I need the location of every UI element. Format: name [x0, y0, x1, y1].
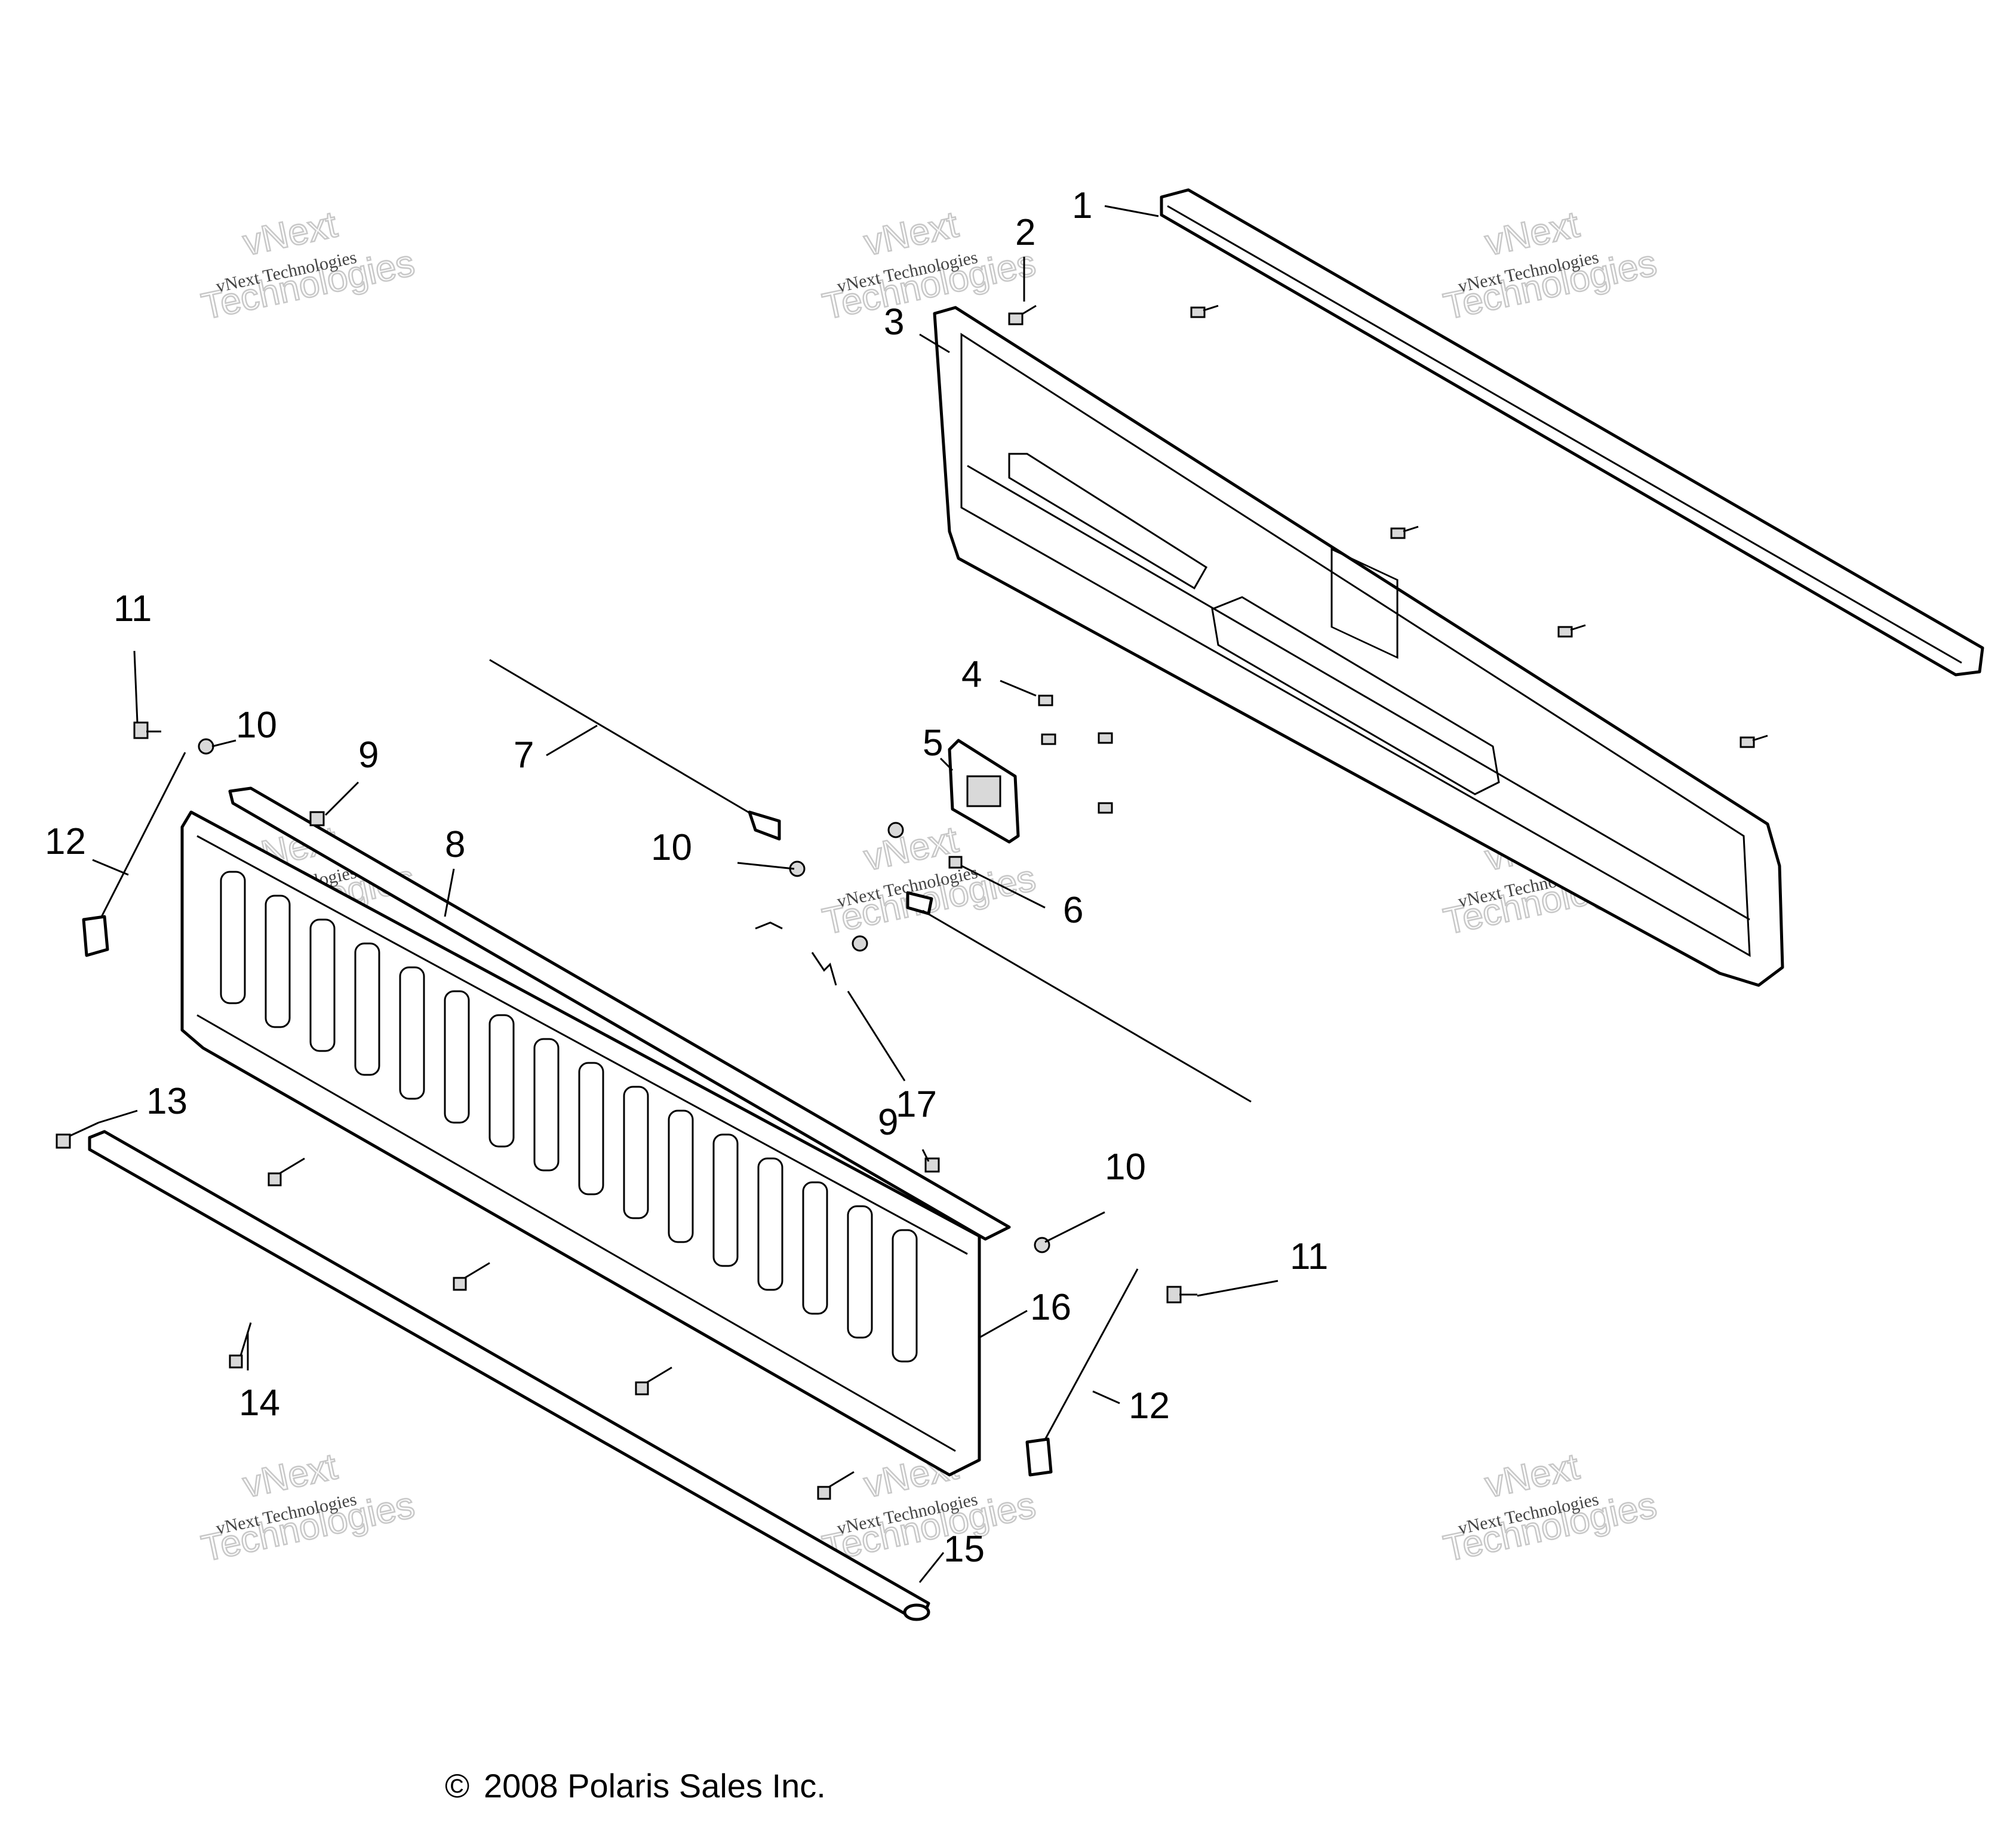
callout-1: 1: [1072, 185, 1092, 226]
callout-12: 12: [45, 821, 86, 862]
watermark: vNext Technologies vNext Technologies: [1439, 203, 1661, 328]
watermark: vNext Technologies vNext Technologies: [1439, 1445, 1661, 1570]
part-13-bolt: [56, 1121, 99, 1149]
leader-lines: [92, 205, 1279, 1583]
callout-9: 9: [358, 734, 379, 776]
part-15-hinge-rod: [88, 1130, 930, 1621]
part-11-bolt: [133, 721, 1197, 1304]
copyright-text: 2008 Polaris Sales Inc.: [484, 1767, 826, 1805]
part-16-outer-tailgate: [180, 810, 981, 1477]
watermark: vNext Technologies vNext Technologies: [818, 203, 1040, 328]
callout-6: 6: [1063, 890, 1083, 931]
copyright-line: © 2008 Polaris Sales Inc.: [445, 1767, 826, 1805]
part-1-top-cap: [1160, 188, 1984, 677]
callout-12b: 12: [1129, 1385, 1170, 1427]
callout-10c: 10: [1105, 1147, 1146, 1188]
callout-5: 5: [923, 723, 943, 764]
part-3-inner-panel: [933, 306, 1784, 987]
watermark: vNext Technologies vNext Technologies: [197, 203, 419, 328]
callout-8: 8: [445, 824, 465, 865]
callout-labels: 1 2 3 4 5 6 7 8 9 9 10 10 10 11 11 12 12…: [45, 185, 1328, 1570]
part-4-bolts: [1038, 694, 1113, 814]
callout-16: 16: [1030, 1287, 1071, 1328]
part-7-rod-lower: [906, 891, 1252, 1103]
callout-4: 4: [961, 654, 982, 695]
callout-11: 11: [113, 588, 152, 629]
part-9-nut: [309, 811, 940, 1173]
callout-15: 15: [944, 1529, 985, 1570]
copyright-symbol: ©: [445, 1767, 469, 1805]
callout-14: 14: [239, 1382, 280, 1424]
callout-9b: 9: [878, 1102, 898, 1143]
tailgate-slots: [220, 871, 918, 1363]
callout-13: 13: [146, 1081, 188, 1122]
part-8-top-trim: [228, 786, 1011, 1241]
part-17-spring-clip: [755, 921, 837, 986]
part-12-cable: [82, 752, 1139, 1477]
callout-11b: 11: [1290, 1236, 1328, 1277]
callout-17: 17: [896, 1084, 937, 1125]
part-2-bolt: [1008, 305, 1037, 325]
part-5-latch: [948, 739, 1020, 844]
part-6-clip: [948, 856, 963, 869]
part-14-bolts: [229, 1157, 855, 1500]
callout-10b: 10: [236, 705, 277, 746]
callout-7: 7: [514, 734, 534, 776]
watermark: vNext Technologies vNext Technologies: [197, 1445, 419, 1570]
panel-bolts: [1190, 305, 1768, 748]
callout-3: 3: [884, 302, 904, 343]
callout-2: 2: [1015, 212, 1035, 253]
callout-10: 10: [651, 827, 692, 868]
part-7-rod: [489, 659, 781, 841]
